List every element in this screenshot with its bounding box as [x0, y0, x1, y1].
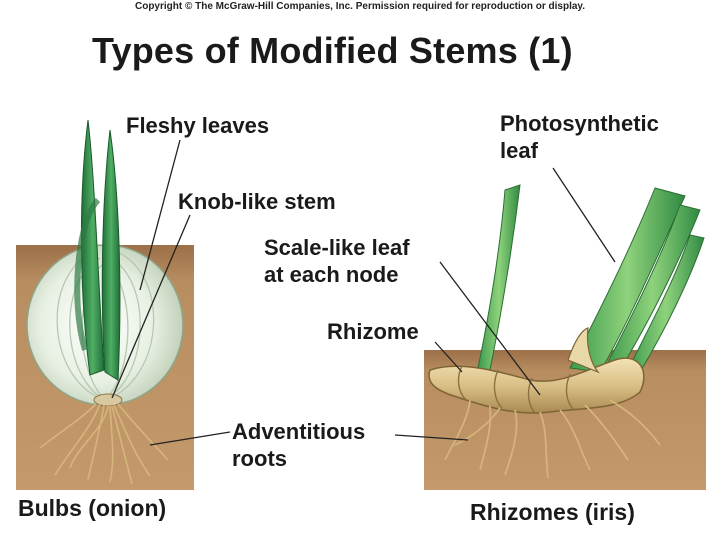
- label-scale-like-leaf-line2: at each node: [264, 262, 399, 287]
- caption-rhizomes-iris: Rhizomes (iris): [470, 499, 635, 525]
- label-photosynthetic-leaf: Photosynthetic leaf: [500, 110, 659, 164]
- label-rhizome: Rhizome: [327, 319, 419, 344]
- label-adventitious-roots: Adventitious roots: [232, 418, 365, 472]
- iris-illustration: [394, 167, 706, 490]
- label-adventitious-roots-line1: Adventitious: [232, 419, 366, 444]
- label-photosynthetic-leaf-line2: leaf: [500, 138, 538, 163]
- label-photosynthetic-leaf-line1: Photosynthetic: [500, 111, 659, 136]
- onion-roots: [39, 403, 169, 485]
- label-scale-like-leaf: Scale-like leaf at each node: [264, 234, 410, 288]
- caption-bulbs-onion: Bulbs (onion): [18, 495, 167, 521]
- label-adventitious-roots-line2: roots: [232, 446, 287, 471]
- label-fleshy-leaves: Fleshy leaves: [126, 113, 270, 138]
- iris-leaf: [477, 184, 521, 371]
- onion-leaf: [80, 119, 105, 376]
- iris-scale-leaf: [567, 327, 600, 374]
- label-knob-like-stem: Knob-like stem: [178, 189, 336, 214]
- slide-title: Types of Modified Stems (1): [92, 30, 573, 71]
- onion-illustration: [16, 119, 231, 490]
- label-scale-like-leaf-line1: Scale-like leaf: [264, 235, 410, 260]
- onion-leaf: [101, 129, 121, 381]
- iris-roots: [444, 399, 661, 479]
- iris-leaf: [569, 187, 686, 373]
- copyright-notice: Copyright © The McGraw-Hill Companies, I…: [134, 1, 586, 12]
